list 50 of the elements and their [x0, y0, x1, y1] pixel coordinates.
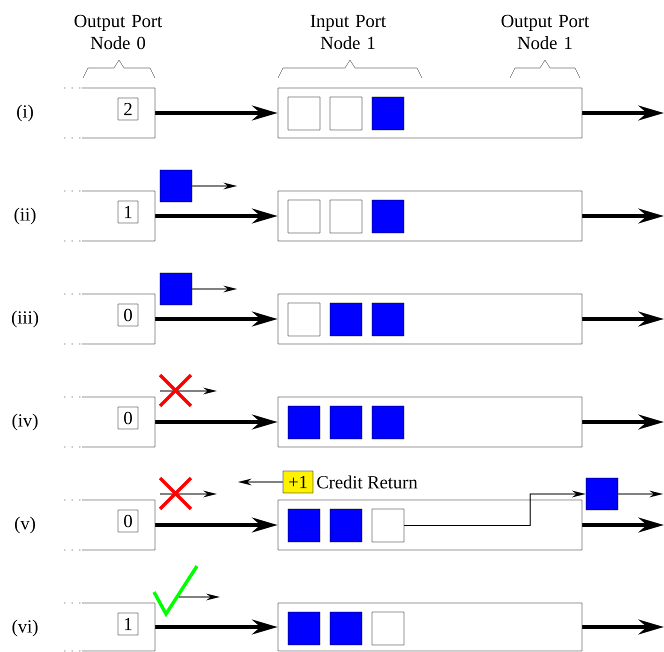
buffer-slot	[288, 96, 320, 130]
row-label: (iii)	[12, 310, 38, 328]
buffer-slot	[288, 612, 320, 646]
input-port-box	[278, 396, 582, 448]
credit-counter: 0	[118, 406, 138, 430]
input-port-box	[278, 294, 582, 344]
credit-counter: 1	[118, 200, 138, 224]
flit-square	[160, 170, 192, 202]
column-header: Output Port Node 1	[502, 14, 590, 50]
row-label: (v)	[15, 516, 35, 534]
buffer-slot	[372, 508, 404, 542]
buffer-slot	[288, 508, 320, 542]
credit-counter: 0	[118, 304, 138, 326]
output-port-box	[64, 500, 156, 550]
column-header: Input Port Node 1	[310, 14, 386, 50]
credit-counter: 1	[118, 612, 138, 636]
buffer-slot	[372, 96, 404, 130]
buffer-slot	[288, 302, 320, 336]
buffer-slot	[372, 612, 404, 646]
buffer-slot	[330, 406, 362, 440]
buffer-slot	[330, 612, 362, 646]
buffer-slot	[330, 96, 362, 130]
flit-square	[586, 478, 618, 510]
output-port-box	[64, 396, 156, 448]
output-port-box	[64, 190, 156, 242]
buffer-slot	[372, 200, 404, 234]
credit-return-badge: +1	[282, 470, 314, 494]
output-port-box	[64, 602, 156, 652]
buffer-slot	[330, 302, 362, 336]
output-port-box	[64, 88, 156, 138]
row-label: (i)	[17, 104, 33, 122]
row-label: (iv)	[12, 414, 38, 430]
column-header: Output Port Node 0	[74, 14, 162, 50]
buffer-slot	[288, 406, 320, 440]
buffer-slot	[288, 200, 320, 234]
buffer-slot	[372, 302, 404, 336]
credit-counter: 2	[118, 98, 138, 120]
credit-counter: 0	[118, 510, 138, 532]
input-port-box	[278, 602, 582, 652]
buffer-slot	[330, 200, 362, 234]
output-port-box	[64, 294, 156, 344]
input-port-box	[278, 190, 582, 242]
buffer-slot	[330, 508, 362, 542]
credit-return-label: Credit Return	[317, 475, 418, 488]
input-port-box	[278, 500, 582, 550]
row-label: (vi)	[12, 620, 38, 636]
row-label: (ii)	[14, 208, 36, 224]
input-port-box	[278, 88, 582, 138]
flit-square	[160, 272, 192, 306]
buffer-slot	[372, 406, 404, 440]
